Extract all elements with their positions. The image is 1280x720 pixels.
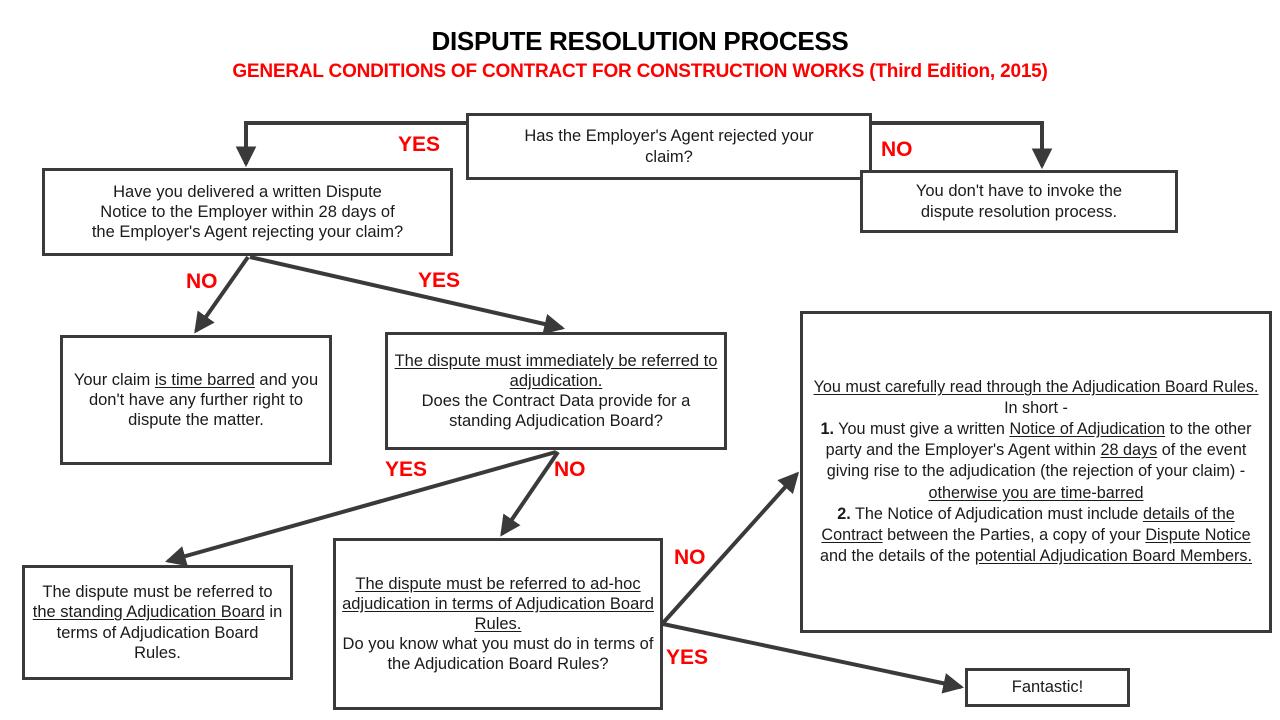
edge-adjudicate-standing (164, 450, 557, 567)
edge-question-dispute (235, 121, 466, 168)
node-time-barred[interactable]: Your claim is time barred and you don't … (60, 335, 332, 465)
node-fantastic[interactable]: Fantastic! (965, 668, 1130, 707)
node-question-text: Has the Employer's Agent rejected your c… (524, 127, 814, 166)
edge-adhoc-fantastic (662, 622, 965, 694)
node-question[interactable]: Has the Employer's Agent rejected your c… (466, 113, 872, 180)
edge-question-noinvoke (872, 121, 1053, 170)
node-standing-adjudication-board[interactable]: The dispute must be referred to the stan… (22, 565, 293, 680)
node-fantastic-text: Fantastic! (1011, 678, 1084, 697)
node-adjudication-board-rules[interactable]: You must carefully read through the Adju… (800, 311, 1272, 633)
page-title: DISPUTE RESOLUTION PROCESS (431, 26, 849, 56)
page-subtitle: GENERAL CONDITIONS OF CONTRACT FOR CONST… (232, 61, 1048, 82)
edge-dispute-timebarred (194, 255, 250, 334)
edge-label-yes-question: YES (398, 133, 441, 156)
edge-adhoc-rules (661, 471, 800, 625)
node-dispute-notice-text: Have you delivered a written Dispute Not… (91, 182, 404, 242)
node-dispute-notice[interactable]: Have you delivered a written Dispute Not… (42, 168, 453, 256)
edge-label-no-adhoc: NO (674, 546, 706, 569)
edge-label-no-adjudicate: NO (554, 458, 586, 481)
node-refer-to-adjudication-text: The dispute must immediately be referred… (394, 351, 718, 431)
edge-label-yes-adjudicate: YES (385, 458, 428, 481)
node-ad-hoc-adjudication[interactable]: The dispute must be referred to ad-hoc a… (333, 538, 663, 710)
node-adjudication-board-rules-text: You must carefully read through the Adju… (813, 378, 1259, 565)
node-time-barred-text: Your claim is time barred and you don't … (73, 370, 319, 430)
edge-dispute-adjudicate (249, 255, 566, 335)
node-ad-hoc-adjudication-text: The dispute must be referred to ad-hoc a… (342, 574, 654, 674)
node-refer-to-adjudication[interactable]: The dispute must immediately be referred… (385, 332, 727, 450)
edge-label-yes-dispute: YES (418, 269, 461, 292)
edge-label-yes-adhoc: YES (666, 646, 709, 669)
edge-label-no-dispute: NO (186, 270, 218, 293)
edge-adjudicate-adhoc (500, 450, 560, 537)
node-standing-adjudication-board-text: The dispute must be referred to the stan… (32, 583, 283, 662)
node-no-invoke[interactable]: You don't have to invoke the dispute res… (860, 170, 1178, 233)
edge-label-no-question: NO (881, 138, 913, 161)
node-no-invoke-text: You don't have to invoke the dispute res… (915, 182, 1123, 221)
